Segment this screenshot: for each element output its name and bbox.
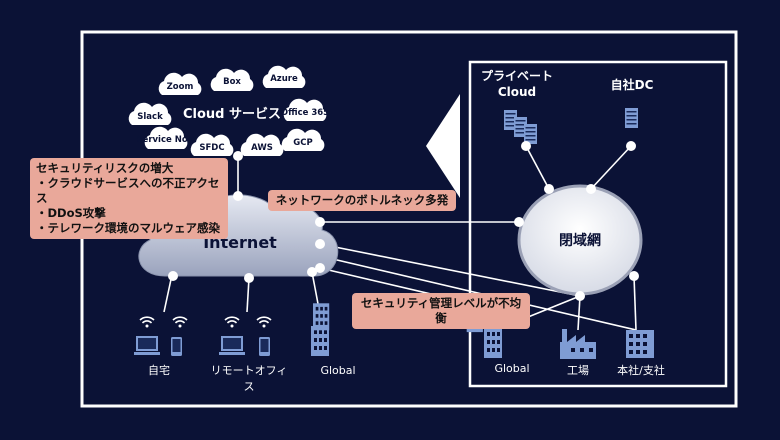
callout-security-risk-title: セキュリティリスクの増大 — [36, 161, 174, 175]
service-aws: AWS — [251, 143, 273, 153]
own-dc-label: 自社DC — [611, 77, 654, 92]
callout-security-risk-item: ・クラウドサービスへの不正アクセス — [36, 176, 220, 205]
laptop-icon — [219, 336, 245, 355]
service-office365: Office 365 — [281, 108, 329, 118]
server-icon — [504, 110, 537, 144]
private-cloud-label-2: Cloud — [498, 85, 536, 99]
wifi-icon — [224, 316, 272, 329]
private-cloud-label-1: プライベート — [481, 68, 553, 83]
site-label-hq: 本社/支社 — [617, 364, 665, 377]
service-box: Box — [223, 77, 241, 87]
site-label-factory: 工場 — [567, 364, 589, 377]
building-icon — [626, 330, 654, 358]
service-gcp: GCP — [293, 138, 312, 148]
own-dc: 自社DC — [611, 77, 654, 128]
closed-network: 閉域網 — [517, 184, 643, 296]
closed-network-frame — [468, 60, 728, 388]
service-azure: Azure — [270, 74, 298, 84]
service-zoom: Zoom — [167, 82, 194, 92]
callout-security-risk-item: ・DDoS攻撃 — [36, 206, 106, 220]
building-icon — [311, 303, 330, 356]
site-label-global-internet: Global — [320, 364, 356, 377]
smartphone-icon — [259, 337, 270, 356]
factory-icon — [560, 329, 596, 359]
wifi-icon — [139, 316, 188, 329]
closed-network-label: 閉域網 — [559, 232, 601, 249]
site-label-remote-office: リモートオフィス — [210, 364, 288, 393]
private-cloud: プライベート Cloud — [481, 68, 553, 144]
laptop-icon — [134, 336, 160, 355]
callout-security-risk: セキュリティリスクの増大 ・クラウドサービスへの不正アクセス ・DDoS攻撃 ・… — [30, 158, 228, 239]
cloud-services-title: Cloud サービス — [183, 106, 281, 122]
smartphone-icon — [171, 337, 182, 356]
callout-security-level: セキュリティ管理レベルが不均衡 — [352, 293, 530, 329]
site-label-global-closed: Global — [494, 362, 530, 375]
cloud-services: Zoom Box Azure Slack Office 365 Service … — [128, 65, 329, 156]
service-sfdc: SFDC — [199, 143, 224, 153]
site-label-home: 自宅 — [148, 364, 170, 377]
service-slack: Slack — [137, 112, 163, 122]
site-remote-office — [219, 316, 272, 356]
callout-bottleneck: ネットワークのボトルネック多発 — [268, 190, 456, 211]
service-servicenow: Service Now — [136, 135, 195, 145]
server-icon — [625, 108, 638, 128]
arrow-triangle — [426, 94, 460, 198]
connection-nodes — [168, 141, 639, 301]
site-home — [134, 316, 188, 356]
callout-security-risk-item: ・テレワーク環境のマルウェア感染 — [36, 221, 220, 235]
